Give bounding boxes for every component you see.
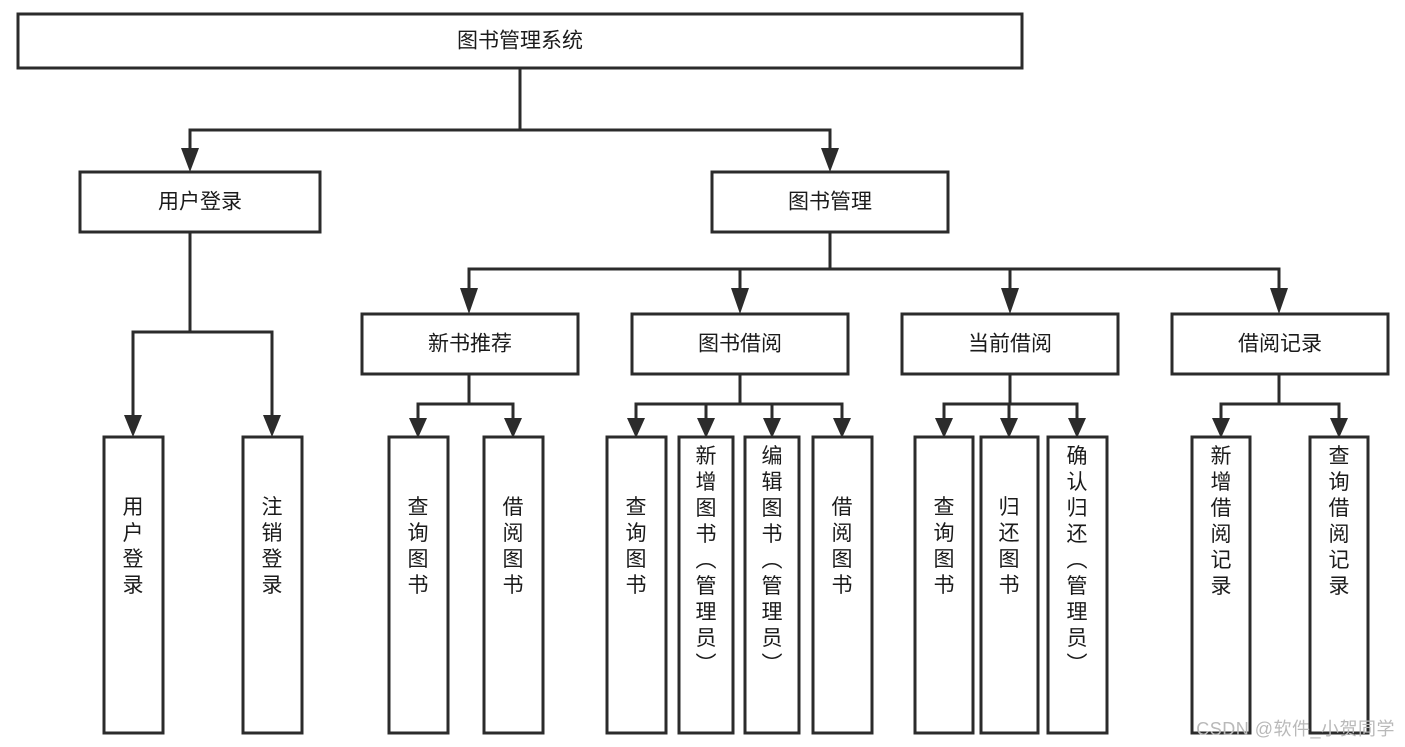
node-book-borrow[interactable]: 图书借阅: [630, 312, 850, 376]
arrow-to-leaf-borrow-book-2: [833, 418, 851, 438]
leaf-query-book-1-label: 查询图书: [408, 496, 429, 597]
leaf-query-book-2[interactable]: 查询图书: [605, 435, 668, 735]
leaf-query-book-3-box[interactable]: [913, 435, 975, 735]
leaf-query-book-3[interactable]: 查询图书: [913, 435, 975, 735]
arrow-to-leaf-borrow-book-1: [504, 418, 522, 438]
leaf-borrow-book-2[interactable]: 借阅图书: [811, 435, 874, 735]
leaf-edit-book-label: 编辑图书︵管理员︶: [762, 445, 783, 676]
arrowhead-group: [124, 148, 1348, 438]
arrow-to-leaf-query-record: [1330, 418, 1348, 438]
leaf-add-book[interactable]: 新增图书︵管理员︶: [677, 435, 735, 735]
leaf-borrow-book-1[interactable]: 借阅图书: [482, 435, 545, 735]
arrow-to-leaf-edit-book: [763, 418, 781, 438]
leaf-user-login-box[interactable]: [102, 435, 165, 735]
node-root-label: 图书管理系统: [457, 30, 583, 53]
leaf-borrow-book-2-label: 借阅图书: [832, 496, 853, 597]
leaf-query-book-1[interactable]: 查询图书: [387, 435, 450, 735]
arrow-to-leaf-query-book-3: [935, 418, 953, 438]
leaf-confirm-return[interactable]: 确认归还︵管理员︶: [1046, 435, 1109, 735]
arrow-to-user-login: [181, 148, 199, 172]
leaf-return-book-box[interactable]: [979, 435, 1040, 735]
arrow-to-leaf-query-book-1: [409, 418, 427, 438]
leaf-confirm-return-label: 确认归还︵管理员︶: [1067, 445, 1088, 676]
leaf-query-record[interactable]: 查询借阅记录: [1308, 435, 1370, 735]
node-borrow-record-box[interactable]: [1170, 312, 1390, 376]
node-borrow-record[interactable]: 借阅记录: [1170, 312, 1390, 376]
node-new-book-rec[interactable]: 新书推荐: [360, 312, 580, 376]
node-root-box[interactable]: [16, 12, 1024, 70]
arrow-to-book-manage: [821, 148, 839, 172]
leaf-borrow-book-1-label: 借阅图书: [503, 496, 524, 597]
leaf-query-book-1-box[interactable]: [387, 435, 450, 735]
leaf-user-login-label: 用户登录: [123, 496, 144, 597]
leaf-user-login[interactable]: 用户登录: [102, 435, 165, 735]
node-current-borrow-label: 当前借阅: [968, 333, 1052, 356]
arrow-to-leaf-add-book: [697, 418, 715, 438]
leaf-add-book-label: 新增图书︵管理员︶: [696, 445, 717, 676]
leaf-logout-login-label: 注销登录: [262, 496, 283, 597]
arrow-to-leaf-confirm-return: [1068, 418, 1086, 438]
arrow-to-leaf-user-login: [124, 415, 142, 437]
leaf-borrow-book-2-box[interactable]: [811, 435, 874, 735]
leaf-add-book-box[interactable]: [677, 435, 735, 735]
leaf-query-record-box[interactable]: [1308, 435, 1370, 735]
node-book-borrow-label: 图书借阅: [698, 333, 782, 356]
connector-group: [131, 66, 1341, 420]
arrow-to-borrow-record: [1270, 288, 1288, 314]
leaf-logout-login[interactable]: 注销登录: [241, 435, 304, 735]
leaf-add-record-box[interactable]: [1190, 435, 1252, 735]
node-user-login-box[interactable]: [78, 170, 322, 234]
leaf-query-book-2-label: 查询图书: [626, 496, 647, 597]
node-borrow-record-label: 借阅记录: [1238, 333, 1322, 356]
leaf-query-book-3-label: 查询图书: [934, 496, 955, 597]
node-book-borrow-box[interactable]: [630, 312, 850, 376]
arrow-to-leaf-logout-login: [263, 415, 281, 437]
leaf-logout-login-box[interactable]: [241, 435, 304, 735]
node-current-borrow[interactable]: 当前借阅: [900, 312, 1120, 376]
arrow-to-book-borrow: [731, 288, 749, 314]
csdn-watermark: CSDN @软件_小贺同学: [1196, 719, 1395, 739]
leaf-return-book[interactable]: 归还图书: [979, 435, 1040, 735]
leaf-edit-book[interactable]: 编辑图书︵管理员︶: [743, 435, 801, 735]
node-book-manage[interactable]: 图书管理: [710, 170, 950, 234]
node-current-borrow-box[interactable]: [900, 312, 1120, 376]
node-root[interactable]: 图书管理系统: [16, 12, 1024, 70]
arrow-to-current-borrow: [1001, 288, 1019, 314]
leaf-add-record[interactable]: 新增借阅记录: [1190, 435, 1252, 735]
arrow-to-new-book-rec: [460, 288, 478, 314]
arrow-to-leaf-add-record: [1212, 418, 1230, 438]
leaf-edit-book-box[interactable]: [743, 435, 801, 735]
leaf-query-book-2-box[interactable]: [605, 435, 668, 735]
arrow-to-leaf-return-book: [1000, 418, 1018, 438]
leaf-confirm-return-box[interactable]: [1046, 435, 1109, 735]
leaf-return-book-label: 归还图书: [999, 496, 1020, 597]
leaf-query-record-label: 查询借阅记录: [1329, 445, 1350, 598]
node-book-manage-label: 图书管理: [788, 191, 872, 214]
node-new-book-rec-box[interactable]: [360, 312, 580, 376]
leaf-borrow-book-1-box[interactable]: [482, 435, 545, 735]
node-book-manage-box[interactable]: [710, 170, 950, 234]
node-user-login[interactable]: 用户登录: [78, 170, 322, 234]
arrow-to-leaf-query-book-2: [627, 418, 645, 438]
node-user-login-label: 用户登录: [158, 191, 242, 214]
node-new-book-rec-label: 新书推荐: [428, 333, 512, 356]
leaf-add-record-label: 新增借阅记录: [1211, 445, 1232, 598]
